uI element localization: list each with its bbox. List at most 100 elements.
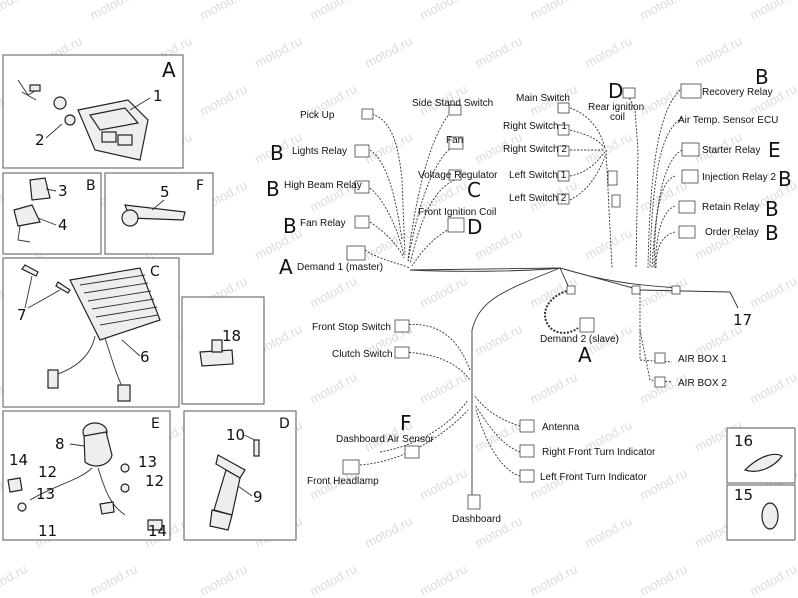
watermark-text: motod.ru bbox=[362, 513, 414, 550]
label-right-switch-1: Right Switch 1 bbox=[503, 121, 567, 132]
watermark-text: motod.ru bbox=[0, 561, 30, 598]
watermark-text: motod.ru bbox=[582, 225, 634, 262]
watermark-text: motod.ru bbox=[307, 273, 359, 310]
connector-box bbox=[557, 102, 570, 114]
watermark-text: motod.ru bbox=[637, 273, 689, 310]
watermark-text: motod.ru bbox=[307, 369, 359, 406]
connector-box bbox=[681, 142, 700, 157]
callout-17: 17 bbox=[733, 311, 752, 329]
connector-box bbox=[566, 285, 576, 295]
label-dashboard-air-sensor: Dashboard Air Sensor bbox=[336, 434, 435, 445]
callout-4: 4 bbox=[58, 216, 68, 234]
connector-box bbox=[447, 217, 465, 233]
watermark-text: motod.ru bbox=[637, 465, 689, 502]
connector-box bbox=[680, 83, 702, 99]
callout-18: 18 bbox=[222, 327, 241, 345]
connector-box bbox=[681, 169, 699, 184]
label-clutch-switch: Clutch Switch bbox=[332, 349, 393, 360]
watermark-text: motod.ru bbox=[747, 561, 798, 598]
watermark-text: motod.ru bbox=[637, 561, 689, 598]
connector-box bbox=[557, 170, 570, 182]
watermark-text: motod.ru bbox=[197, 561, 249, 598]
callout-7: 7 bbox=[17, 306, 27, 324]
label-fan-relay: Fan Relay bbox=[300, 218, 346, 229]
connector-box bbox=[631, 285, 641, 295]
panel-d-letter: D bbox=[279, 416, 290, 432]
panel-e: E 8 14 12 13 13 12 11 14 bbox=[2, 410, 171, 541]
label-left-switch-2: Left Switch 2 bbox=[509, 193, 567, 204]
watermark-text: motod.ru bbox=[362, 129, 414, 166]
label-antenna: Antenna bbox=[542, 422, 580, 433]
label-recovery-relay: Recovery Relay bbox=[702, 87, 773, 98]
connector-box bbox=[557, 145, 570, 157]
watermark-text: motod.ru bbox=[87, 0, 139, 23]
callout-12a: 12 bbox=[38, 463, 57, 481]
watermark-text: motod.ru bbox=[307, 561, 359, 598]
callout-letter-f-dash-sensor: F bbox=[400, 411, 412, 435]
callout-11: 11 bbox=[38, 522, 57, 540]
watermark-text: motod.ru bbox=[197, 81, 249, 118]
panel-a: A 1 2 bbox=[2, 54, 184, 169]
label-fan: Fan bbox=[446, 135, 463, 146]
callout-9: 9 bbox=[253, 488, 263, 506]
watermark-text: motod.ru bbox=[527, 369, 579, 406]
callout-letter-b-order: B bbox=[765, 221, 779, 245]
label-right-switch-2: Right Switch 2 bbox=[503, 144, 567, 155]
connector-box bbox=[354, 215, 370, 229]
watermark-text: motod.ru bbox=[362, 225, 414, 262]
callout-letter-e-starter: E bbox=[768, 138, 781, 162]
callout-5: 5 bbox=[160, 183, 170, 201]
callout-10: 10 bbox=[226, 426, 245, 444]
panel-18: 18 bbox=[181, 296, 265, 405]
label-retain-relay: Retain Relay bbox=[702, 202, 759, 213]
panel-f: F 5 bbox=[104, 172, 214, 255]
label-dashboard: Dashboard bbox=[452, 514, 501, 525]
connector-box bbox=[622, 87, 636, 99]
watermark-text: motod.ru bbox=[417, 273, 469, 310]
watermark-text: motod.ru bbox=[582, 129, 634, 166]
connector-box bbox=[654, 376, 666, 388]
watermark-text: motod.ru bbox=[527, 0, 579, 23]
panel-b-letter: B bbox=[86, 178, 96, 194]
label-main-switch: Main Switch bbox=[516, 93, 570, 104]
connector-box bbox=[557, 124, 570, 136]
connector-box bbox=[678, 200, 696, 214]
panel-d: D 10 9 bbox=[183, 410, 297, 541]
ignition-switch-drawing bbox=[17, 79, 149, 161]
watermark-text: motod.ru bbox=[582, 513, 634, 550]
connector-box bbox=[361, 108, 374, 120]
callout-letter-b-injection: B bbox=[778, 167, 792, 191]
label-high-beam-relay: High Beam Relay bbox=[284, 180, 362, 191]
watermark-text: motod.ru bbox=[197, 0, 249, 23]
callout-13a: 13 bbox=[138, 453, 157, 471]
label-air-box-2: AIR BOX 2 bbox=[678, 378, 727, 389]
watermark-text: motod.ru bbox=[527, 465, 579, 502]
label-rear-ignition-coil-line1: Rear ignition bbox=[588, 102, 644, 113]
connector-box bbox=[354, 144, 370, 158]
connector-box bbox=[519, 419, 535, 433]
watermark-text: motod.ru bbox=[582, 33, 634, 70]
panel-c-letter: C bbox=[150, 264, 160, 280]
watermark-text: motod.ru bbox=[527, 561, 579, 598]
label-side-stand-switch: Side Stand Switch bbox=[412, 98, 493, 109]
connector-box bbox=[448, 136, 464, 150]
callout-letter-c-voltage: C bbox=[467, 178, 481, 202]
label-demand-1: Demand 1 (master) bbox=[297, 262, 383, 273]
label-left-front-turn-indicator: Left Front Turn Indicator bbox=[540, 472, 647, 483]
label-rear-ignition-coil-line2: coil bbox=[610, 112, 625, 123]
connector-box bbox=[342, 459, 360, 475]
connector-box bbox=[448, 169, 462, 181]
connector-box bbox=[346, 245, 366, 261]
connector-box bbox=[519, 469, 535, 483]
watermark-text: motod.ru bbox=[747, 0, 798, 23]
connector-box bbox=[404, 445, 420, 459]
watermark-text: motod.ru bbox=[87, 561, 139, 598]
watermark-text: motod.ru bbox=[417, 369, 469, 406]
watermark-text: motod.ru bbox=[0, 0, 30, 23]
panel-15: 15 bbox=[726, 484, 796, 541]
label-right-front-turn-indicator: Right Front Turn Indicator bbox=[542, 447, 656, 458]
connector-box bbox=[394, 319, 410, 333]
panel-c: C 7 6 bbox=[2, 257, 180, 408]
label-air-temp-sensor: Air Temp. Sensor ECU bbox=[678, 115, 778, 126]
